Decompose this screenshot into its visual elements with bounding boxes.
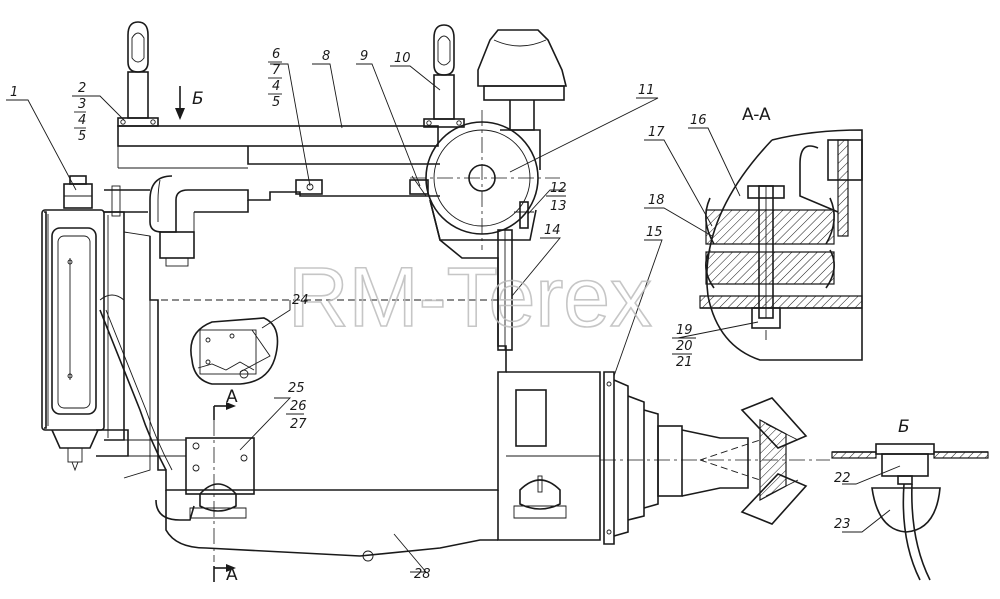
section-aa-title: A-A — [742, 105, 771, 125]
callout-18: 18 — [648, 193, 665, 208]
leader-lines — [6, 63, 901, 573]
callout-14: 14 — [544, 223, 561, 238]
view-b-detail — [831, 443, 989, 581]
callout-8: 8 — [322, 49, 330, 64]
callout-17: 17 — [648, 125, 665, 140]
intake-pipe-assembly — [104, 21, 465, 267]
callout-12: 12 — [550, 181, 567, 196]
section-a-top-label: A — [226, 387, 238, 407]
callout-13: 13 — [550, 199, 567, 214]
view-b-title: Б — [898, 417, 910, 437]
callout-7: 7 — [272, 63, 281, 78]
callout-25: 25 — [288, 381, 305, 396]
section-a-a — [699, 129, 863, 361]
callout-2: 2 — [78, 81, 86, 96]
view-b-arrow-label: Б — [192, 89, 204, 109]
driveshaft-assembly — [600, 371, 830, 545]
callout-11: 11 — [638, 83, 655, 98]
callout-27: 27 — [290, 417, 307, 432]
view-b-arrow — [175, 86, 185, 120]
callout-20: 20 — [676, 339, 693, 354]
callout-22: 22 — [834, 471, 851, 486]
callout-4-second: 4 — [272, 79, 280, 94]
callout-1: 1 — [10, 85, 18, 100]
watermark: RM-Terex — [288, 250, 652, 344]
section-a-bottom-label: A — [226, 565, 238, 585]
engine-block — [96, 199, 601, 562]
callout-5: 5 — [78, 129, 86, 144]
callout-5-second: 5 — [272, 95, 280, 110]
callout-numbers: 1 2 3 4 5 6 7 4 5 8 9 10 11 12 13 14 15 … — [10, 47, 851, 582]
section-a-markers — [213, 402, 236, 582]
callout-10: 10 — [394, 51, 411, 66]
callout-28: 28 — [414, 567, 431, 582]
callout-6: 6 — [272, 47, 280, 62]
callout-3: 3 — [78, 97, 86, 112]
callout-23: 23 — [834, 517, 851, 532]
radiator — [41, 175, 151, 479]
callout-26: 26 — [290, 399, 307, 414]
callout-9: 9 — [360, 49, 368, 64]
callout-24: 24 — [292, 293, 309, 308]
callout-16: 16 — [690, 113, 707, 128]
callout-21: 21 — [676, 355, 693, 370]
detail-24 — [190, 317, 279, 385]
callout-19: 19 — [676, 323, 693, 338]
callout-15: 15 — [646, 225, 663, 240]
callout-4: 4 — [78, 113, 86, 128]
